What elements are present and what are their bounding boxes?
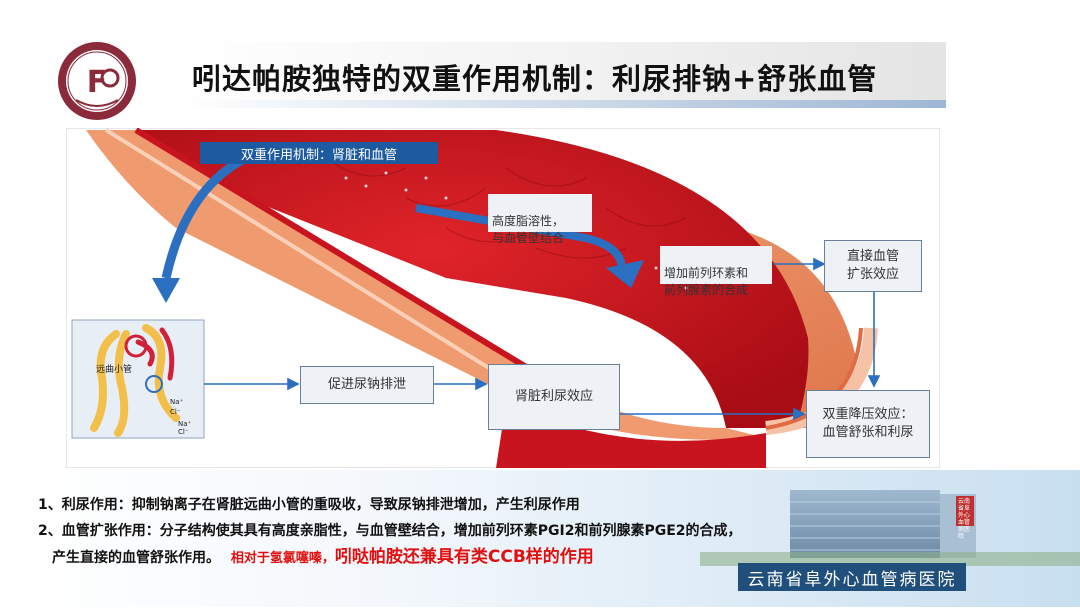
- lipid-label-text: 高度脂溶性， 与血管壁结合: [492, 213, 565, 245]
- mechanism-diagram: 双重作用机制：肾脏和血管 高度脂溶性， 与血管壁结合 增加前列环素和 前列腺素的…: [66, 128, 940, 468]
- sodium-excretion-text: 促进尿钠排泄: [327, 377, 406, 393]
- vessel-lumen: [126, 130, 809, 428]
- dual-effect-text: 双重降压效应： 血管舒张和利尿: [822, 407, 914, 440]
- note-diuretic: 1、利尿作用：抑制钠离子在肾脏远曲小管的重吸收，导致尿钠排泄增加，产生利尿作用: [38, 497, 580, 513]
- nephron-ion-label: Na⁺: [170, 398, 184, 406]
- direct-dilation-text: 直接血管 扩张效应: [846, 249, 899, 282]
- arrow-to-kidney: [161, 153, 249, 279]
- sodium-excretion-box: 促进尿钠排泄: [300, 366, 434, 404]
- lipid-label: 高度脂溶性， 与血管壁结合: [488, 194, 592, 245]
- building-sign: 云南省阜外心血管病医院: [958, 498, 971, 540]
- nephron-ion-label: Cl⁻: [178, 428, 189, 436]
- hospital-building: [790, 490, 940, 558]
- direct-dilation-box: 直接血管 扩张效应: [824, 240, 922, 292]
- hospital-logo: F: [56, 40, 138, 122]
- renal-diuretic-text: 肾脏利尿效应: [514, 389, 593, 405]
- dual-effect-box: 双重降压效应： 血管舒张和利尿: [806, 390, 930, 458]
- prostaglandin-label: 增加前列环素和 前列腺素的合成: [660, 246, 772, 297]
- note-continuation: 产生直接的血管舒张作用。 相对于氢氯噻嗪，吲哒帕胺还兼具有类CCB样的作用: [38, 544, 742, 572]
- hospital-name: 云南省阜外心血管病医院: [747, 569, 957, 590]
- note-vasodilation: 2、血管扩张作用：分子结构使其具有高度亲脂性，与血管壁结合，增加前列环素PGI2…: [38, 523, 742, 539]
- note-continuation-text: 产生直接的血管舒张作用。: [52, 550, 220, 566]
- note-comparison: 相对于氢氯噻嗪，: [230, 551, 335, 566]
- hospital-name-bar: 云南省阜外心血管病医院: [738, 563, 966, 591]
- page-title: 吲达帕胺独特的双重作用机制：利尿排钠+舒张血管: [192, 62, 878, 96]
- title-bar: [176, 42, 946, 108]
- notes-list: 1、利尿作用：抑制钠离子在肾脏远曲小管的重吸收，导致尿钠排泄增加，产生利尿作用 …: [38, 492, 742, 572]
- nephron-label: 远曲小管: [96, 365, 133, 375]
- mechanism-banner: 双重作用机制：肾脏和血管: [200, 142, 438, 164]
- note-ccb-highlight: 吲哒帕胺还兼具有类CCB样的作用: [334, 547, 594, 567]
- vessel-lower-wall: [86, 130, 766, 440]
- nephron-ion-label: Cl⁻: [170, 408, 181, 416]
- nephron-ion-label: Na⁺: [178, 420, 192, 428]
- banner-text: 双重作用机制：肾脏和血管: [240, 147, 397, 163]
- prostaglandin-label-text: 增加前列环素和 前列腺素的合成: [664, 265, 749, 297]
- renal-diuretic-box: 肾脏利尿效应: [488, 364, 620, 430]
